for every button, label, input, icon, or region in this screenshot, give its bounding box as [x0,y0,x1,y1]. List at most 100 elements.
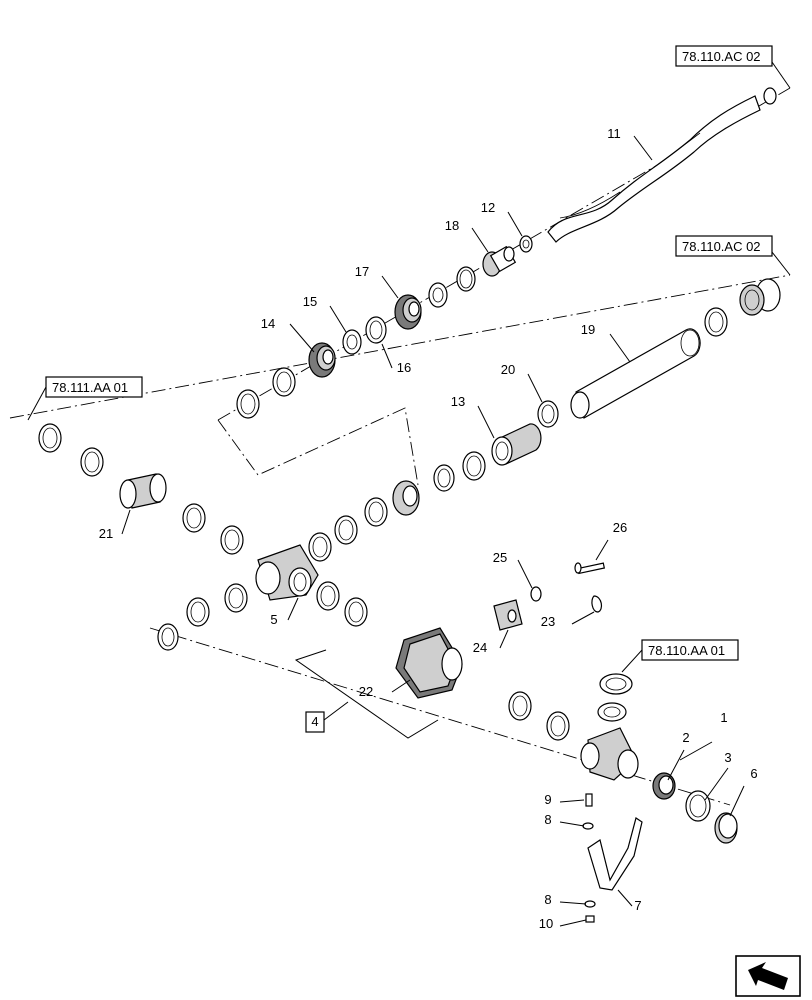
part-15-washer [342,329,362,355]
callout-leader-2 [667,749,685,781]
bearing-assembly-right [739,278,781,316]
callout-19: 19 [581,322,595,337]
callout-3: 3 [724,750,731,765]
callout-leader-14 [289,323,315,353]
callout-leader-21 [121,509,131,535]
callout-leader-26 [595,539,609,561]
callout-8: 8 [544,812,551,827]
part-3-ring [685,790,711,822]
callout-labels: 1234567889101112131415161718192021222324… [99,126,758,931]
part-16-snap-ring [365,316,387,344]
reference-box-ac02-top[interactable]: 78.110.AC 02 [675,45,791,89]
part-19-tube [570,328,701,419]
callout-leader-7 [617,889,633,907]
part-10-nut [585,915,595,923]
callout-20: 20 [501,362,515,377]
callout-21: 21 [99,526,113,541]
ring [344,597,368,627]
ring [224,583,248,613]
part-17-gear [394,294,422,330]
part-21-sleeve [119,473,167,509]
callout-leader-6 [729,785,745,817]
bearing [599,673,633,695]
assembly-link-line [217,407,419,486]
callout-leader-3 [704,767,729,801]
group-4-bracket [294,649,439,739]
callout-13: 13 [451,394,465,409]
callout-6: 6 [750,766,757,781]
ring [80,447,104,477]
part-5-housing [255,544,319,601]
callout-1: 1 [720,710,727,725]
part-22-gearbox [395,627,463,699]
part-2-seal [652,772,676,800]
callout-18: 18 [445,218,459,233]
callout-leader-5 [287,597,299,621]
ring [597,702,627,722]
callout-12: 12 [481,200,495,215]
ring [334,515,358,545]
callout-2: 2 [682,730,689,745]
ring [38,423,62,453]
ring [272,367,296,397]
callout-leader-22 [391,679,411,693]
ring [546,711,570,741]
callout-17: 17 [355,264,369,279]
part-20-clamp [537,400,559,428]
part-23-clip [591,595,603,613]
callout-leader-18 [471,227,489,253]
callout-leader-16 [381,343,393,369]
callout-7: 7 [634,898,641,913]
reference-box-aa01-left[interactable]: 78.111.AA 01 [27,376,143,421]
callout-11: 11 [607,126,621,141]
part-26-pin [574,562,606,575]
part-8-washer [584,900,596,908]
callout-leader-19 [609,333,631,363]
ring [704,307,728,337]
callout-leader-23 [571,611,595,625]
reference-box-aa01-right[interactable]: 78.110.AA 01 [621,639,739,673]
callout-leader-11 [633,135,653,161]
reference-label: 78.110.AA 01 [648,643,725,658]
callout-5: 5 [270,612,277,627]
callout-leader-20 [527,373,543,403]
ring [157,623,179,651]
part-18-stub-shaft [482,245,517,277]
ring [236,389,260,419]
callout-15: 15 [303,294,317,309]
navigation-arrow-icon[interactable] [735,955,801,997]
part-14-bearing [308,342,336,378]
ring [433,464,455,492]
part-7-strap [587,817,643,891]
callout-4-box [305,711,325,733]
callout-4: 4 [311,714,318,729]
part-13-bushing [491,423,542,466]
callout-23: 23 [541,614,555,629]
part-11-flex-tube [547,87,777,243]
callout-10: 10 [539,916,553,931]
reference-label: 78.110.AC 02 [682,239,761,254]
callout-8: 8 [544,892,551,907]
callout-9: 9 [544,792,551,807]
part-24-bracket [493,599,523,631]
callout-14: 14 [261,316,275,331]
ring [308,532,332,562]
ring [462,451,486,481]
ring [220,525,244,555]
callout-leader-13 [477,405,495,439]
part-12-ring [519,235,533,253]
callout-26: 26 [613,520,627,535]
part-8-washer [582,822,594,830]
callout-16: 16 [397,360,411,375]
washer [428,282,448,308]
ring [508,691,532,721]
callout-leader-8 [559,901,587,905]
reference-box-ac02-mid[interactable]: 78.110.AC 02 [675,235,791,276]
callout-leader-9 [559,799,585,803]
ring [182,503,206,533]
part-6-cap [714,812,738,844]
callout-leader-24 [499,629,509,649]
part-1-tee-housing [580,727,639,781]
callout-leader-12 [507,211,523,237]
callout-leader-25 [517,559,533,589]
